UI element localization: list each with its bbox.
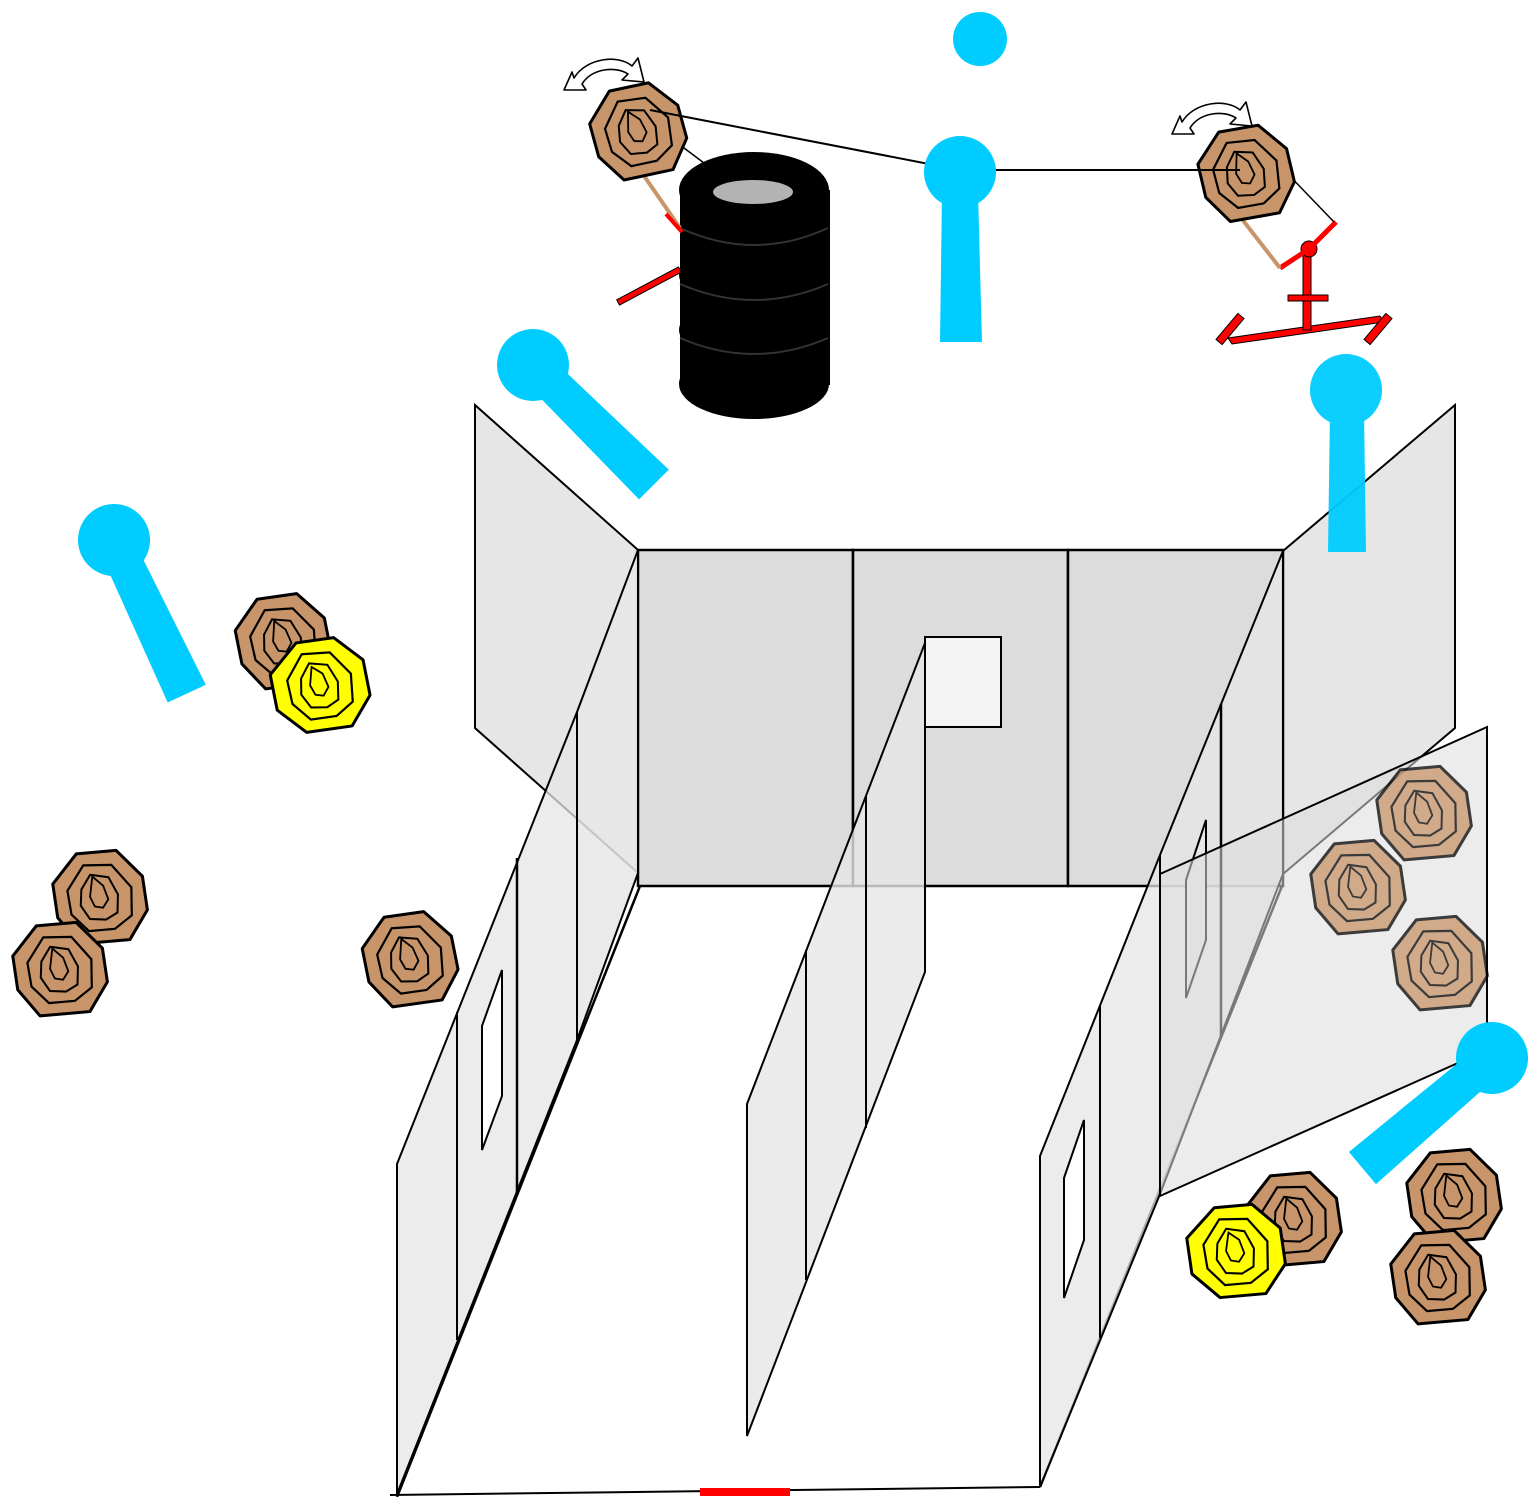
popper-plate-top [953,12,1007,66]
paper-target-swinger-left [582,75,695,187]
paper-target-icon [1386,1226,1490,1328]
swinger-stand-icon [1215,169,1393,346]
swinger-right [1171,101,1393,346]
popper-icon [924,136,996,342]
window-port-back [924,636,1002,728]
window-port-right-outer [1063,1119,1085,1299]
tire-stack-icon [679,152,830,419]
start-position-marker [700,1488,790,1496]
popper-icon [1310,354,1382,552]
popper-icon [66,492,219,710]
paper-target-icon [356,906,464,1012]
paper-target-swinger-right [1191,119,1301,227]
swinger-left [563,57,709,306]
window-port-left [481,969,503,1151]
